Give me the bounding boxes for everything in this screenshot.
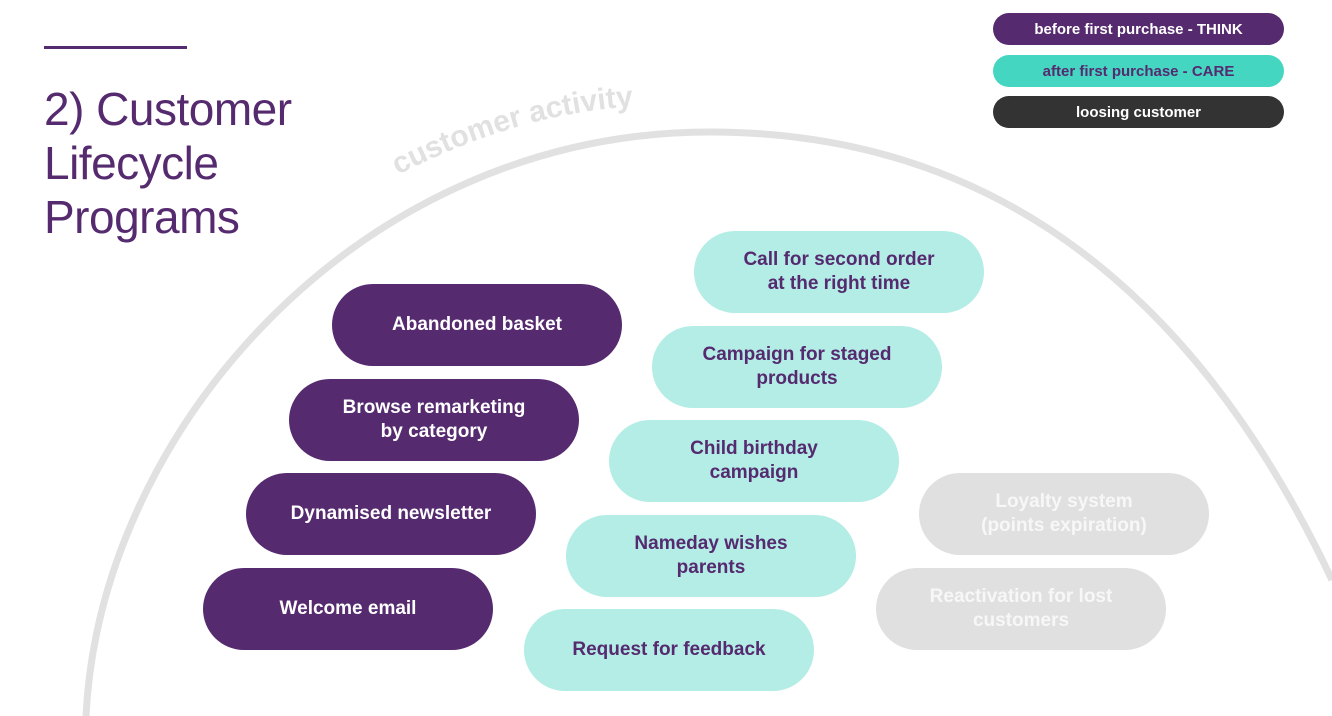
legend-care-label: after first purchase - CARE [1042, 62, 1235, 80]
program-browse-remarketing: Browse remarketing by category [289, 379, 579, 461]
customer-activity-arc [82, 128, 1332, 716]
program-welcome-email: Welcome email [203, 568, 493, 650]
program-call-second-order: Call for second order at the right time [694, 231, 984, 313]
program-staged-products: Campaign for staged products [652, 326, 942, 408]
title-line-3: Programs [44, 191, 240, 243]
program-abandoned-basket: Abandoned basket [332, 284, 622, 366]
program-label: Browse remarketing by category [342, 397, 526, 442]
program-reactivation: Reactivation for lost customers [876, 568, 1166, 650]
program-label: Loyalty system (points expiration) [981, 491, 1147, 536]
legend-lose: loosing customer [993, 96, 1284, 128]
program-child-birthday: Child birthday campaign [609, 420, 899, 502]
legend-care: after first purchase - CARE [993, 55, 1284, 87]
program-label: Request for feedback [572, 639, 766, 660]
title-line-2: Lifecycle [44, 137, 219, 189]
program-loyalty-system: Loyalty system (points expiration) [919, 473, 1209, 555]
program-label: Nameday wishes parents [634, 533, 788, 578]
title-line-1: 2) Customer [44, 83, 292, 135]
program-label: Reactivation for lost customers [929, 586, 1113, 631]
program-label: Welcome email [279, 598, 417, 619]
legend-think-label: before first purchase - THINK [1034, 20, 1243, 38]
legend-think: before first purchase - THINK [993, 13, 1284, 45]
program-label: Child birthday campaign [690, 438, 818, 483]
program-label: Abandoned basket [392, 314, 562, 335]
legend-lose-label: loosing customer [1075, 103, 1202, 121]
program-nameday-wishes: Nameday wishes parents [566, 515, 856, 597]
title-accent-line [44, 46, 187, 49]
program-request-feedback: Request for feedback [524, 609, 814, 691]
program-label: Dynamised newsletter [290, 503, 492, 524]
page-title: 2) Customer Lifecycle Programs [44, 82, 292, 244]
program-label: Campaign for staged products [702, 344, 892, 389]
program-dynamised-newsletter: Dynamised newsletter [246, 473, 536, 555]
program-label: Call for second order at the right time [743, 249, 935, 294]
